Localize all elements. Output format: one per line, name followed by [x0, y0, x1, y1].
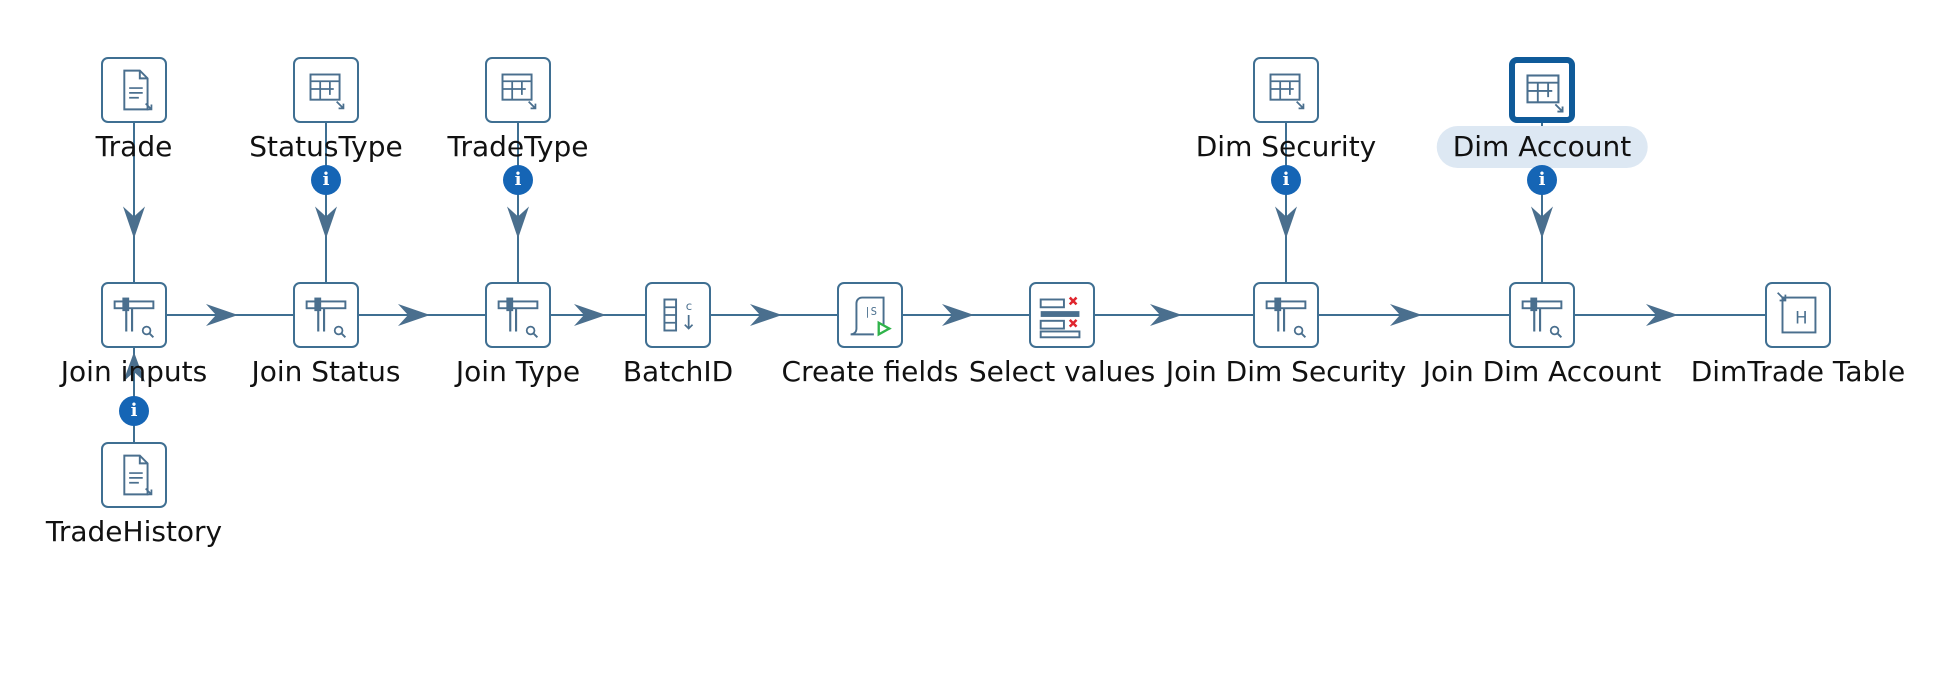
table-input-icon	[309, 73, 345, 110]
javascript-script-icon: |S	[850, 296, 892, 337]
step-label-join-dim-account: Join Dim Account	[1422, 355, 1662, 388]
step-trade-history[interactable]	[101, 442, 167, 508]
step-trade[interactable]	[101, 57, 167, 123]
join-lookup-icon	[113, 297, 155, 338]
select-values-icon	[1039, 296, 1081, 339]
hop-arrow	[206, 304, 238, 326]
hop-arrow	[942, 304, 974, 326]
info-icon[interactable]: i	[311, 165, 341, 195]
text-file-input-icon	[123, 454, 153, 496]
hop-arrow	[1275, 206, 1297, 239]
join-lookup-icon	[305, 297, 347, 338]
step-label-dimtrade-table: DimTrade Table	[1690, 355, 1906, 388]
step-status-type[interactable]	[293, 57, 359, 123]
step-label-trade-history: TradeHistory	[45, 515, 223, 548]
step-join-dim-security[interactable]	[1253, 282, 1319, 348]
step-trade-type[interactable]	[485, 57, 551, 123]
hop-arrow	[123, 206, 145, 239]
step-label-join-inputs: Join inputs	[60, 355, 208, 388]
hop-arrow	[574, 304, 606, 326]
info-icon[interactable]: i	[1527, 165, 1557, 195]
step-label-select-values: Select values	[968, 355, 1156, 388]
step-dim-account[interactable]	[1509, 57, 1575, 123]
step-select-values[interactable]	[1029, 282, 1095, 348]
add-constants-icon: c	[663, 298, 694, 332]
step-label-status-type: StatusType	[249, 130, 403, 163]
svg-text:c: c	[686, 299, 692, 313]
step-join-status[interactable]	[293, 282, 359, 348]
step-label-trade-type: TradeType	[447, 130, 589, 163]
step-label-join-status: Join Status	[251, 355, 401, 388]
table-input-icon	[501, 73, 537, 110]
step-label-dim-security: Dim Security	[1195, 130, 1377, 163]
step-join-dim-account[interactable]	[1509, 282, 1575, 348]
step-dimtrade-table[interactable]: H	[1765, 282, 1831, 348]
step-batch-id[interactable]: c	[645, 282, 711, 348]
hop-arrow	[123, 352, 145, 382]
text-file-input-icon	[123, 69, 153, 111]
step-label-dim-account: Dim Account	[1436, 126, 1648, 168]
svg-text:|S: |S	[864, 305, 877, 318]
join-lookup-icon	[1521, 297, 1563, 338]
hop-arrow	[1150, 304, 1182, 326]
step-label-create-fields: Create fields	[781, 355, 959, 388]
info-icon[interactable]: i	[503, 165, 533, 195]
step-create-fields[interactable]: |S	[837, 282, 903, 348]
table-input-icon	[1269, 73, 1305, 110]
step-label-trade: Trade	[95, 130, 173, 163]
hop-arrow	[315, 206, 337, 239]
hop-arrow	[1646, 304, 1678, 326]
hop-arrow	[1390, 304, 1422, 326]
step-label-join-type: Join Type	[455, 355, 581, 388]
step-join-inputs[interactable]	[101, 282, 167, 348]
table-input-icon	[1526, 74, 1564, 113]
table-output-icon: H	[1777, 292, 1817, 334]
hop-arrow	[750, 304, 782, 326]
step-label-join-dim-security: Join Dim Security	[1165, 355, 1407, 388]
step-dim-security[interactable]	[1253, 57, 1319, 123]
svg-text:H: H	[1795, 309, 1807, 328]
join-lookup-icon	[497, 297, 539, 338]
hop-arrow	[398, 304, 430, 326]
info-icon[interactable]: i	[1271, 165, 1301, 195]
step-join-type[interactable]	[485, 282, 551, 348]
hop-arrow	[1531, 206, 1553, 239]
info-icon[interactable]: i	[119, 396, 149, 426]
hop-arrow	[507, 206, 529, 239]
join-lookup-icon	[1265, 297, 1307, 338]
step-label-batch-id: BatchID	[622, 355, 734, 388]
